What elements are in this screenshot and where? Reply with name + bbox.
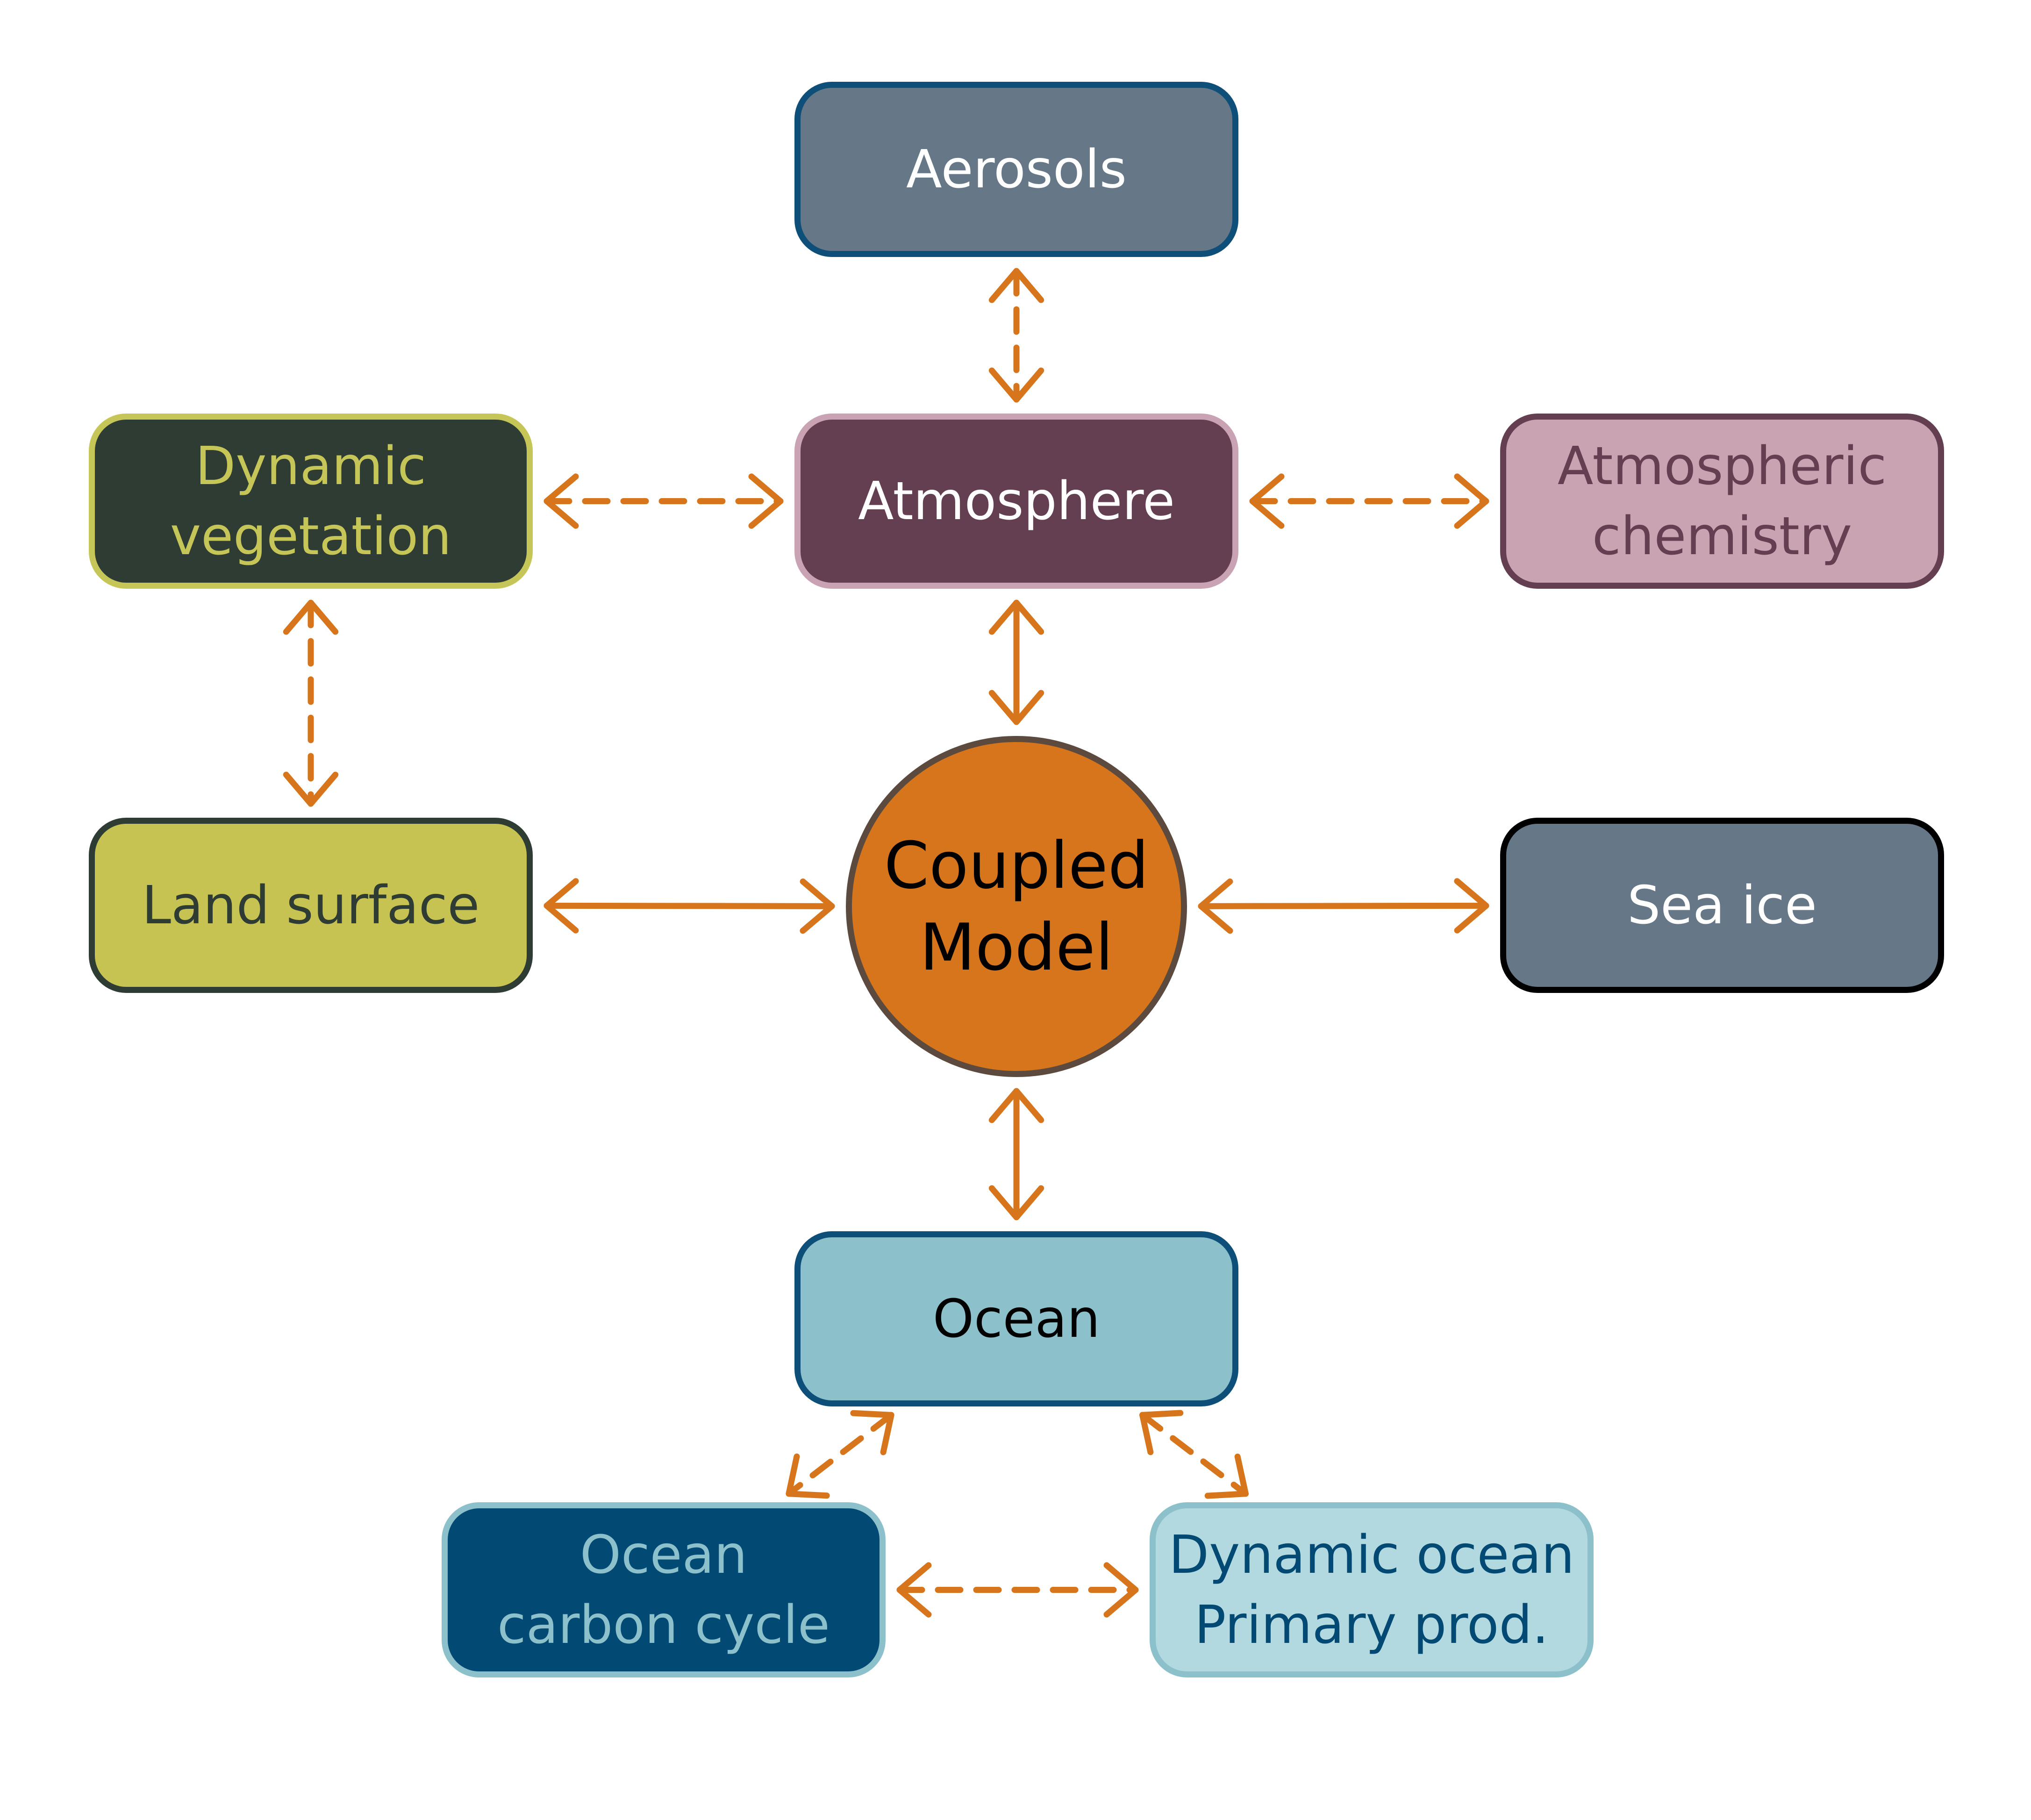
link-land-surface-to-coupled-model-arrowhead-end bbox=[800, 878, 835, 934]
link-aerosols-to-atmosphere-arrowhead-start bbox=[988, 268, 1044, 303]
link-atmosphere-to-atmospheric-chemistry-arrowhead-end bbox=[1454, 473, 1489, 529]
land-surface-node: Land surface bbox=[89, 818, 533, 993]
link-dynamic-vegetation-to-land-surface-arrowhead-start bbox=[283, 600, 339, 635]
link-atmosphere-to-atmospheric-chemistry-arrowhead-start bbox=[1249, 473, 1285, 529]
link-coupled-model-to-sea-ice-arrowhead-end bbox=[1454, 878, 1489, 934]
link-aerosols-to-atmosphere-arrowhead-end bbox=[988, 367, 1044, 403]
link-atmosphere-to-coupled-model-arrowhead-start bbox=[988, 600, 1044, 635]
sea-ice-node: Sea ice bbox=[1500, 818, 1944, 993]
land-surface-label: Land surface bbox=[142, 875, 480, 936]
ocean-node: Ocean bbox=[794, 1231, 1238, 1406]
link-ocean-carbon-cycle-to-dynamic-ocean-pp-arrowhead-end bbox=[1103, 1562, 1139, 1618]
dynamic-vegetation-label: Dynamic vegetation bbox=[170, 435, 452, 567]
ocean-carbon-cycle-node: Ocean carbon cycle bbox=[442, 1502, 886, 1677]
coupled-model-label: Coupled Model bbox=[884, 828, 1149, 985]
aerosols-node: Aerosols bbox=[794, 82, 1238, 257]
coupled-model-node: Coupled Model bbox=[846, 736, 1187, 1077]
link-dynamic-vegetation-to-atmosphere-arrowhead-end bbox=[748, 473, 784, 529]
link-ocean-to-ocean-carbon-cycle-arrowhead-end bbox=[786, 1453, 830, 1499]
link-ocean-to-dynamic-ocean-pp-arrowhead-end bbox=[1204, 1453, 1249, 1499]
dynamic-ocean-primary-prod-node: Dynamic ocean Primary prod. bbox=[1150, 1502, 1594, 1677]
ocean-carbon-cycle-label: Ocean carbon cycle bbox=[497, 1524, 830, 1656]
link-ocean-to-ocean-carbon-cycle-arrowhead-start bbox=[850, 1410, 894, 1456]
link-dynamic-vegetation-to-land-surface-arrowhead-end bbox=[283, 771, 339, 807]
atmosphere-label: Atmosphere bbox=[858, 471, 1175, 532]
dynamic-ocean-primary-prod-label: Dynamic ocean Primary prod. bbox=[1168, 1524, 1575, 1656]
link-coupled-model-to-sea-ice-arrowhead-start bbox=[1198, 878, 1233, 934]
link-ocean-to-ocean-carbon-cycle bbox=[786, 1412, 894, 1497]
ocean-label: Ocean bbox=[932, 1288, 1101, 1349]
link-land-surface-to-coupled-model-arrowhead-start bbox=[544, 878, 579, 934]
atmosphere-node: Atmosphere bbox=[794, 414, 1238, 589]
atmospheric-chemistry-node: Atmospheric chemistry bbox=[1500, 414, 1944, 589]
link-coupled-model-to-ocean-arrowhead-end bbox=[988, 1185, 1044, 1220]
aerosols-label: Aerosols bbox=[906, 139, 1127, 200]
dynamic-vegetation-node: Dynamic vegetation bbox=[89, 414, 533, 589]
link-dynamic-vegetation-to-atmosphere-arrowhead-start bbox=[544, 473, 579, 529]
link-ocean-carbon-cycle-to-dynamic-ocean-pp-arrowhead-start bbox=[896, 1562, 932, 1618]
link-ocean-to-dynamic-ocean-pp-arrowhead-start bbox=[1139, 1410, 1184, 1456]
atmospheric-chemistry-label: Atmospheric chemistry bbox=[1557, 435, 1887, 567]
sea-ice-label: Sea ice bbox=[1627, 875, 1817, 936]
link-atmosphere-to-coupled-model-arrowhead-end bbox=[988, 690, 1044, 725]
link-coupled-model-to-ocean-arrowhead-start bbox=[988, 1088, 1044, 1123]
link-ocean-to-dynamic-ocean-pp bbox=[1139, 1412, 1249, 1497]
